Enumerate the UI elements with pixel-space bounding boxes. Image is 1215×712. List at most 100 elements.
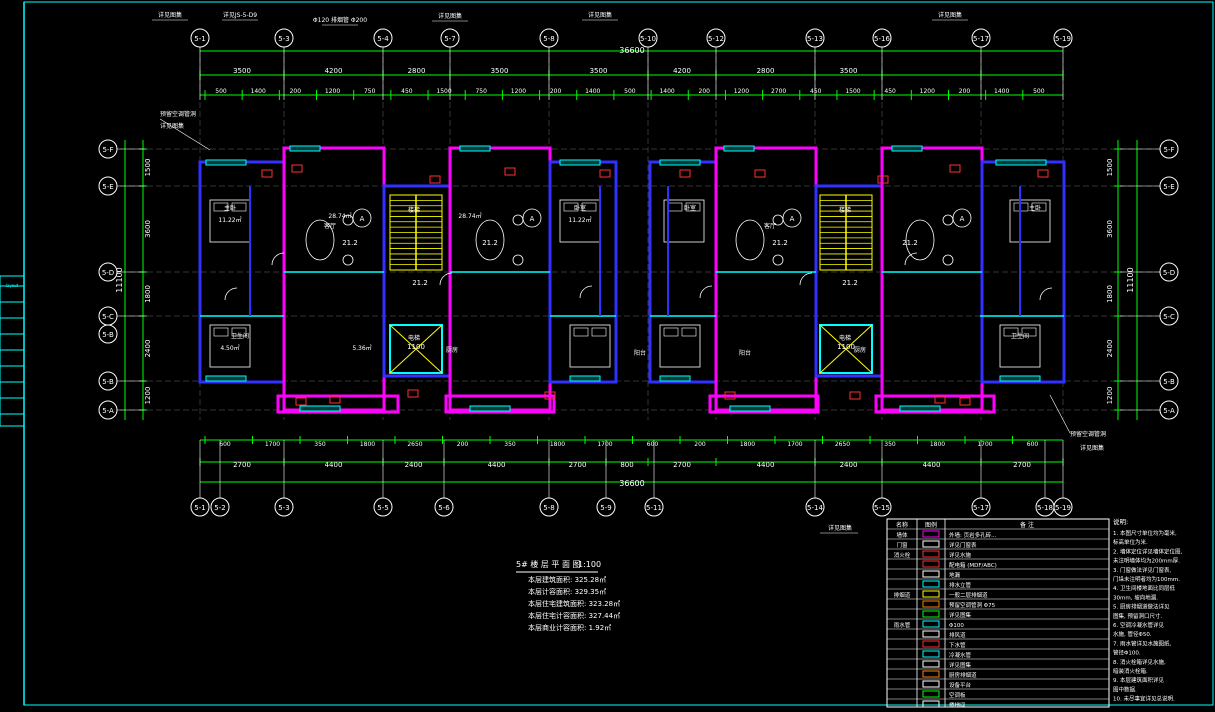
dim-text-bottom-total: 36600: [619, 479, 644, 488]
axis-bubble: [190, 497, 210, 517]
axis-bubble: [644, 497, 664, 517]
axis-bubble-label: 5-3: [278, 35, 289, 43]
legend-note: 冷凝水管: [949, 651, 972, 659]
axis-bubble: [1053, 28, 1073, 48]
level-mark: 21.2: [842, 279, 858, 287]
dim-text-bottom-row2: 1700: [977, 441, 992, 448]
dim-text-top-row1: 2800: [408, 67, 426, 75]
bottom-callout-text: 详见图集: [828, 524, 852, 532]
legend-note: 设备平台: [949, 681, 972, 689]
axis-bubble: [596, 497, 616, 517]
elevator-dim-text: 1100: [837, 343, 855, 351]
elevator-shaft: [389, 324, 443, 374]
legend-note: 详见门窗表: [949, 541, 977, 549]
equipment-mark: [877, 175, 889, 184]
axis-bubble-label: 5-12: [708, 35, 724, 43]
legend-note: 楼梯间: [949, 701, 966, 709]
bed-symbol: [663, 199, 705, 243]
room-type-mark: A: [960, 215, 965, 223]
dim-text-bottom-row2: 200: [457, 441, 469, 448]
window: [459, 145, 491, 152]
axis-bubble-label: 5-A: [1163, 407, 1175, 415]
legend-header: 图例: [925, 521, 937, 529]
chair-symbol: [512, 214, 524, 226]
dim-text-top-row1: 3500: [233, 67, 251, 75]
dim-text-top-row2: 200: [550, 88, 562, 95]
notes-line: 4. 卫生间楼地面比同层低: [1113, 584, 1175, 592]
dim-text-top-row2: 1500: [436, 88, 451, 95]
dining-table-symbol: [905, 219, 935, 261]
axis-bubble-label: 5-D: [1163, 269, 1175, 277]
left-callout-leader: [159, 118, 211, 151]
room-label-circle: [352, 208, 372, 228]
legend-symbol: [922, 610, 940, 618]
side-panel-label: layout: [6, 283, 19, 288]
axis-bubble: [98, 139, 118, 159]
axis-bubble-label: 5-1: [194, 504, 205, 512]
legend-symbol: [922, 620, 940, 628]
equipment-mark: [724, 391, 736, 400]
legend-header: 名称: [896, 521, 908, 529]
axis-bubble-label: 5-3: [278, 504, 289, 512]
axis-bubble-label: 5-C: [1163, 313, 1175, 321]
window: [299, 405, 341, 412]
axis-bubble: [1159, 262, 1179, 282]
axis-bubble: [373, 28, 393, 48]
axis-bubble: [971, 28, 991, 48]
room-label: 楼梯: [408, 206, 420, 214]
legend-note: 空调板: [949, 691, 966, 699]
dim-text-bottom-row1: 2400: [405, 461, 423, 469]
dim-text-left: 2400: [144, 340, 152, 358]
legend-note: 配电箱 (MDF/ABC): [949, 561, 997, 569]
bed-symbol: [569, 324, 611, 368]
wall-right-living-block: [880, 146, 984, 412]
dim-text-right: 1500: [1106, 159, 1114, 177]
axis-bubble-label: 5-2: [214, 504, 225, 512]
equipment-mark: [544, 391, 556, 400]
dim-text-top-row2: 1400: [994, 88, 1009, 95]
equipment-mark: [934, 395, 946, 404]
dim-text-bottom-row2: 600: [219, 441, 231, 448]
dim-text-top-row2: 2700: [771, 88, 786, 95]
legend-symbol: [922, 640, 940, 648]
window: [205, 375, 247, 382]
dim-text-bottom-row2: 1700: [597, 441, 612, 448]
axis-bubble: [434, 497, 454, 517]
legend-symbol: [922, 580, 940, 588]
axis-grid-lines: [120, 48, 1160, 420]
dim-text-bottom-row2: 350: [314, 441, 326, 448]
wall-center-left-block: [448, 146, 552, 412]
left-side-panel: layout: [0, 275, 25, 427]
legend-symbol: [922, 560, 940, 568]
room-label: 楼梯: [839, 206, 851, 214]
dim-text-top-row1: 3500: [840, 67, 858, 75]
notes-line: 图集, 预留洞口尺寸.: [1113, 612, 1162, 620]
elevator-shaft: [819, 324, 873, 374]
dim-text-left: 1800: [144, 285, 152, 303]
living-area-label: 28.74㎡: [458, 212, 481, 220]
pillow-symbol: [231, 327, 247, 337]
legend-note: 详见图集: [949, 611, 972, 619]
axis-bubble: [98, 400, 118, 420]
dim-text-top-row2: 750: [364, 88, 376, 95]
legend-note: 详见水施: [949, 551, 972, 559]
chair-symbol: [512, 254, 524, 266]
window: [205, 159, 247, 166]
window: [289, 145, 321, 152]
dim-text-right: 1200: [1106, 387, 1114, 405]
door-swing-arc: [699, 285, 713, 299]
axis-bubble-label: 5-11: [646, 504, 662, 512]
room-label: 客厅: [324, 222, 336, 230]
notes-line: 10. 未尽事宜详见总说明.: [1113, 695, 1175, 703]
room-label: 卧室: [684, 204, 696, 212]
axis-bubble: [98, 262, 118, 282]
equipment-mark: [679, 169, 691, 178]
level-mark: 21.2: [772, 239, 788, 247]
axis-bubble-label: 5-8: [543, 35, 554, 43]
window: [891, 145, 923, 152]
equipment-mark: [261, 169, 273, 178]
door-swing-arc: [439, 272, 453, 286]
bed-symbol: [659, 324, 701, 368]
